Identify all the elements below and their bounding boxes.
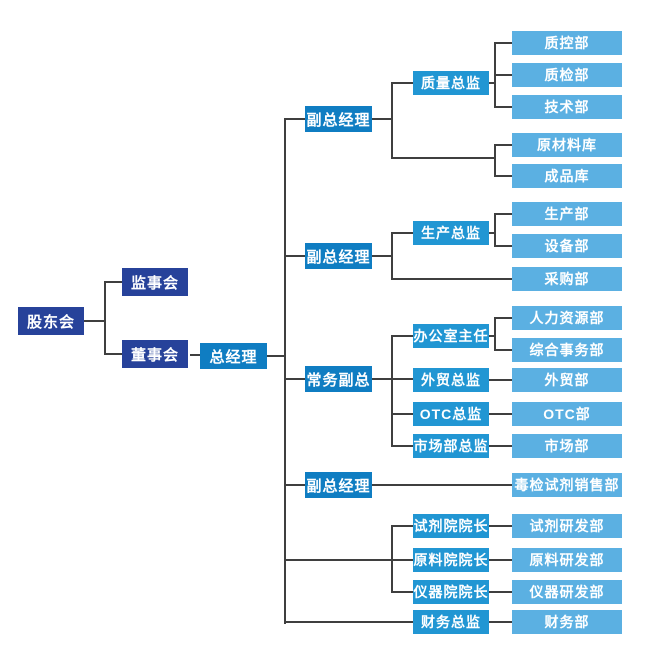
connector xyxy=(392,157,495,159)
node-board-of-directors: 董事会 xyxy=(122,340,188,368)
node-reagent-rd-dept: 试剂研发部 xyxy=(512,514,622,538)
connector xyxy=(495,317,512,319)
connector xyxy=(285,255,305,257)
connector xyxy=(489,559,512,561)
connector xyxy=(489,445,512,447)
connector xyxy=(489,621,512,623)
node-raw-material-warehouse: 原材料库 xyxy=(512,133,622,157)
connector xyxy=(392,445,413,447)
connector xyxy=(391,525,393,593)
connector xyxy=(494,144,496,177)
node-deputy-gm-2: 副总经理 xyxy=(305,243,372,269)
connector xyxy=(489,379,512,381)
node-technology-dept: 技术部 xyxy=(512,95,622,119)
node-toxicology-reagent-sales-dept: 毒检试剂销售部 xyxy=(512,473,622,497)
connector xyxy=(83,320,106,322)
connector xyxy=(392,413,413,415)
connector xyxy=(495,144,512,146)
connector xyxy=(392,232,413,234)
node-production-dept: 生产部 xyxy=(512,202,622,226)
connector xyxy=(372,484,512,486)
node-quality-control-dept: 质控部 xyxy=(512,31,622,55)
node-finance-director: 财务总监 xyxy=(413,610,489,634)
connector xyxy=(285,621,413,623)
connector xyxy=(392,591,413,593)
connector xyxy=(284,118,286,624)
connector xyxy=(495,74,512,76)
connector xyxy=(495,42,512,44)
connector xyxy=(285,484,305,486)
connector xyxy=(267,355,286,357)
node-quality-director: 质量总监 xyxy=(413,71,489,95)
node-equipment-dept: 设备部 xyxy=(512,234,622,258)
node-production-director: 生产总监 xyxy=(413,221,489,245)
connector xyxy=(391,82,393,159)
node-hr-dept: 人力资源部 xyxy=(512,306,622,330)
connector xyxy=(105,353,122,355)
connector xyxy=(190,354,200,356)
node-general-manager: 总经理 xyxy=(200,343,267,369)
connector xyxy=(494,213,496,247)
connector xyxy=(104,281,106,355)
connector xyxy=(392,278,512,280)
node-instrument-rd-dept: 仪器研发部 xyxy=(512,580,622,604)
connector xyxy=(372,118,392,120)
connector xyxy=(495,349,512,351)
connector xyxy=(391,335,393,447)
connector xyxy=(489,413,512,415)
connector xyxy=(391,232,393,280)
connector xyxy=(372,255,392,257)
node-office-director: 办公室主任 xyxy=(413,324,489,348)
node-deputy-gm-3: 副总经理 xyxy=(305,472,372,498)
node-marketing-dept: 市场部 xyxy=(512,434,622,458)
connector xyxy=(495,213,512,215)
node-finished-goods-warehouse: 成品库 xyxy=(512,164,622,188)
node-quality-inspection-dept: 质检部 xyxy=(512,63,622,87)
connector xyxy=(285,118,305,120)
connector xyxy=(285,378,305,380)
connector xyxy=(105,281,122,283)
node-shareholders: 股东会 xyxy=(18,307,84,335)
node-otc-dept: OTC部 xyxy=(512,402,622,426)
node-executive-deputy-gm: 常务副总 xyxy=(305,366,372,392)
node-foreign-trade-director: 外贸总监 xyxy=(413,368,489,392)
connector xyxy=(392,525,413,527)
connector xyxy=(392,82,413,84)
node-purchasing-dept: 采购部 xyxy=(512,267,622,291)
connector xyxy=(285,559,413,561)
connector xyxy=(392,335,413,337)
connector xyxy=(495,106,512,108)
connector xyxy=(494,317,496,351)
node-instrument-institute-dean: 仪器院院长 xyxy=(413,580,489,604)
connector xyxy=(489,82,495,84)
connector xyxy=(489,232,495,234)
node-general-affairs-dept: 综合事务部 xyxy=(512,338,622,362)
connector xyxy=(495,245,512,247)
node-reagent-institute-dean: 试剂院院长 xyxy=(413,514,489,538)
node-raw-material-rd-dept: 原料研发部 xyxy=(512,548,622,572)
node-raw-material-institute-dean: 原料院院长 xyxy=(413,548,489,572)
node-otc-director: OTC总监 xyxy=(413,402,489,426)
connector xyxy=(495,175,512,177)
connector xyxy=(489,525,512,527)
connector xyxy=(489,335,495,337)
node-deputy-gm-1: 副总经理 xyxy=(305,106,372,132)
node-supervisory-board: 监事会 xyxy=(122,268,188,296)
node-finance-dept: 财务部 xyxy=(512,610,622,634)
node-marketing-director: 市场部总监 xyxy=(413,434,489,458)
node-foreign-trade-dept: 外贸部 xyxy=(512,368,622,392)
connector xyxy=(489,591,512,593)
